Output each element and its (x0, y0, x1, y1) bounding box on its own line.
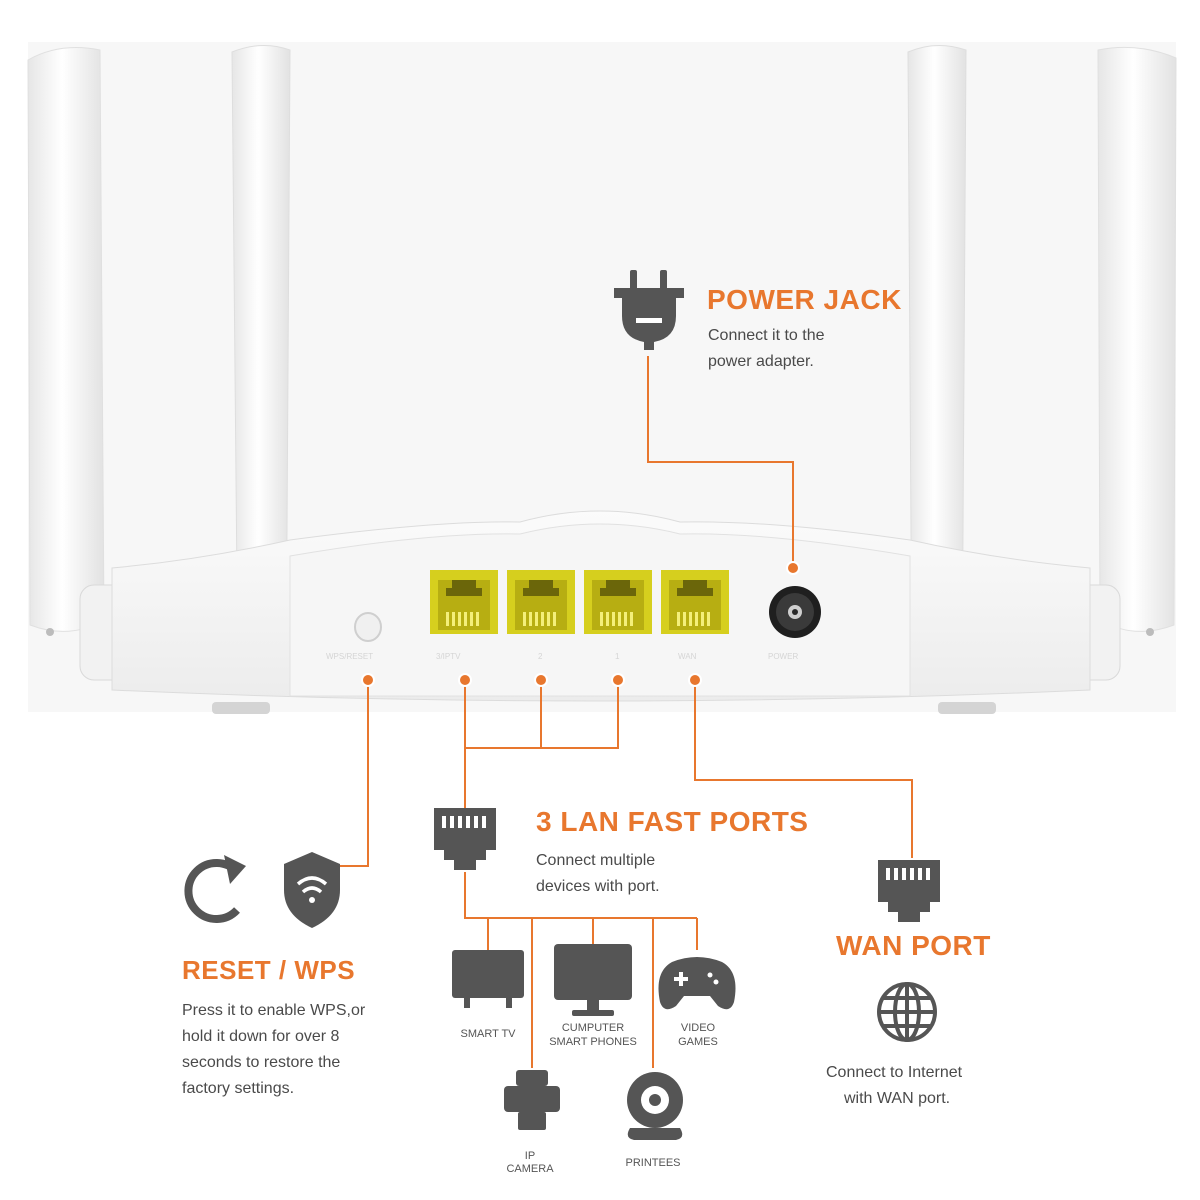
router-label-wan: WAN (678, 652, 697, 661)
power-plug-icon (614, 270, 684, 350)
router-label-lan1: 1 (615, 652, 620, 661)
lan-port-1 (584, 570, 652, 634)
connector-lines (340, 356, 913, 1068)
router-label-power: POWER (768, 652, 799, 661)
wan-port (661, 570, 729, 634)
router-ports (430, 570, 729, 634)
reset-wps-title: RESET / WPS (182, 955, 356, 985)
ip-camera-icon (504, 1070, 560, 1130)
label-printees: PRINTEES (625, 1157, 681, 1169)
line-device-bus (464, 872, 697, 919)
reset-arrow-icon (184, 855, 246, 923)
label-computer-2: SMART PHONES (549, 1036, 637, 1048)
reset-button-hole (354, 612, 382, 642)
label-ip-camera-1: IP (524, 1150, 536, 1162)
power-jack-title: POWER JACK (707, 284, 902, 315)
router-label-reset: WPS/RESET (326, 652, 374, 661)
power-jack-desc-2: power adapter. (708, 353, 814, 370)
router-label-lan3: 3/IPTV (436, 652, 461, 661)
wan-desc-2: with WAN port. (844, 1090, 951, 1107)
label-computer-1: CUMPUTER (561, 1022, 625, 1034)
webcam-icon (627, 1072, 683, 1140)
reset-wps-desc-4: factory settings. (182, 1080, 295, 1097)
wan-title: WAN PORT (836, 930, 991, 961)
label-video-games-2: GAMES (678, 1036, 718, 1048)
antenna-far-right (1097, 46, 1177, 632)
line-power (647, 356, 794, 568)
ethernet-port-icon-lan (434, 808, 496, 870)
lan-desc-2: devices with port. (536, 878, 660, 895)
wan-desc-1: Connect to Internet (826, 1064, 963, 1081)
lan-title: 3 LAN FAST PORTS (536, 806, 809, 837)
label-ip-camera-2: CAMERA (506, 1163, 554, 1175)
label-video-games-1: VIDEO (680, 1022, 716, 1034)
globe-icon (877, 982, 937, 1042)
gamepad-icon (658, 957, 736, 1010)
line-reset (340, 680, 369, 867)
antenna-far-left (27, 47, 105, 632)
line-wan (694, 680, 913, 858)
label-smart-tv: SMART TV (460, 1028, 516, 1040)
connector-dots (361, 561, 800, 687)
reset-wps-desc-3: seconds to restore the (182, 1054, 341, 1071)
reset-wps-desc-1: Press it to enable WPS,or (182, 1002, 366, 1019)
line-lan1 (541, 680, 619, 749)
wps-shield-icon (284, 852, 340, 928)
power-jack-socket (769, 586, 821, 638)
lan-port-2 (507, 570, 575, 634)
computer-icon (554, 944, 632, 1016)
tv-icon (452, 950, 524, 1008)
power-jack-desc-1: Connect it to the (708, 327, 825, 344)
lan-port-3 (430, 570, 498, 634)
router-label-lan2: 2 (538, 652, 543, 661)
reset-wps-desc-2: hold it down for over 8 (182, 1028, 340, 1045)
ethernet-port-icon-wan (878, 860, 940, 922)
lan-desc-1: Connect multiple (536, 852, 656, 869)
